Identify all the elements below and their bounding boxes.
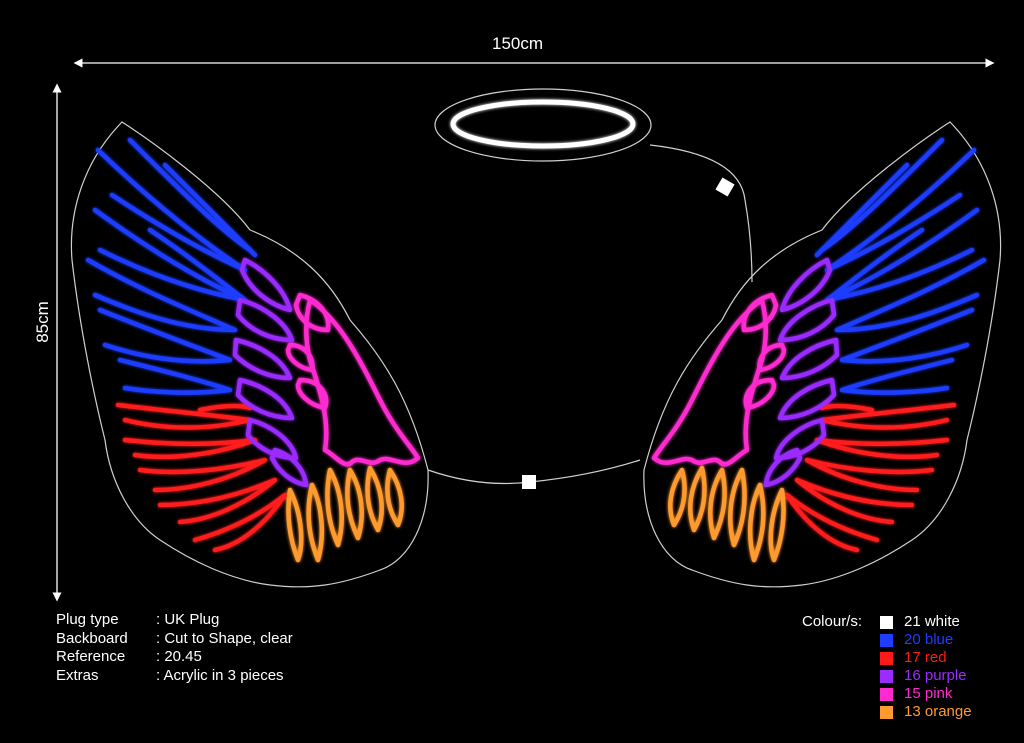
halo-backboard bbox=[434, 88, 652, 162]
colour-item-white: 21 white bbox=[880, 613, 972, 631]
right-wing-backboard bbox=[643, 121, 1002, 588]
spec-row-backboard: Backboard : Cut to Shape, clear bbox=[56, 630, 293, 649]
colour-item-purple: 16 purple bbox=[880, 667, 972, 685]
colour-label: 17 red bbox=[904, 649, 947, 666]
colour-label: 13 orange bbox=[904, 703, 972, 720]
colour-item-orange: 13 orange bbox=[880, 703, 972, 721]
width-dimension-label: 150cm bbox=[492, 34, 544, 53]
left-wing-backboard bbox=[70, 121, 429, 588]
spec-key: Extras bbox=[56, 666, 99, 684]
spec-key: Plug type bbox=[56, 611, 119, 628]
colour-item-red: 17 red bbox=[880, 649, 972, 667]
height-dimension-label: 85cm bbox=[33, 301, 52, 343]
right-wing bbox=[643, 121, 1002, 588]
colour-swatch bbox=[880, 615, 893, 629]
colour-swatch bbox=[880, 633, 893, 647]
halo-cable bbox=[649, 144, 753, 283]
spec-value: : UK Plug bbox=[156, 611, 220, 628]
colour-swatch bbox=[880, 705, 893, 719]
colour-label: 16 purple bbox=[904, 667, 967, 684]
colour-swatch bbox=[880, 687, 893, 701]
colour-label: 21 white bbox=[904, 613, 960, 630]
colours-title: Colour/s: bbox=[802, 613, 863, 630]
spec-value: : Acrylic in 3 pieces bbox=[156, 666, 284, 684]
colour-swatch bbox=[880, 669, 893, 683]
colour-swatch bbox=[880, 651, 893, 665]
halo-neon bbox=[450, 99, 636, 149]
spec-row-plug-type: Plug type : UK Plug bbox=[56, 611, 293, 630]
left-wing bbox=[70, 121, 429, 588]
spec-list: Plug type : UK Plug Backboard : Cut to S… bbox=[56, 611, 293, 685]
spec-key: Reference bbox=[56, 648, 126, 665]
spec-row-extras: Extras : Acrylic in 3 pieces bbox=[56, 667, 293, 686]
colour-label: 20 blue bbox=[904, 631, 954, 648]
spec-row-reference: Reference : 20.45 bbox=[56, 648, 293, 667]
cable-connector bbox=[522, 475, 536, 489]
colour-label: 15 pink bbox=[904, 685, 953, 702]
spec-value: : 20.45 bbox=[156, 648, 202, 665]
colour-item-pink: 15 pink bbox=[880, 685, 972, 703]
cable-connector bbox=[715, 177, 735, 197]
colour-list: 21 white 20 blue 17 red 16 purple 15 pin… bbox=[880, 613, 972, 721]
colour-item-blue: 20 blue bbox=[880, 631, 972, 649]
spec-value: : Cut to Shape, clear bbox=[156, 629, 293, 647]
spec-key: Backboard bbox=[56, 629, 128, 647]
